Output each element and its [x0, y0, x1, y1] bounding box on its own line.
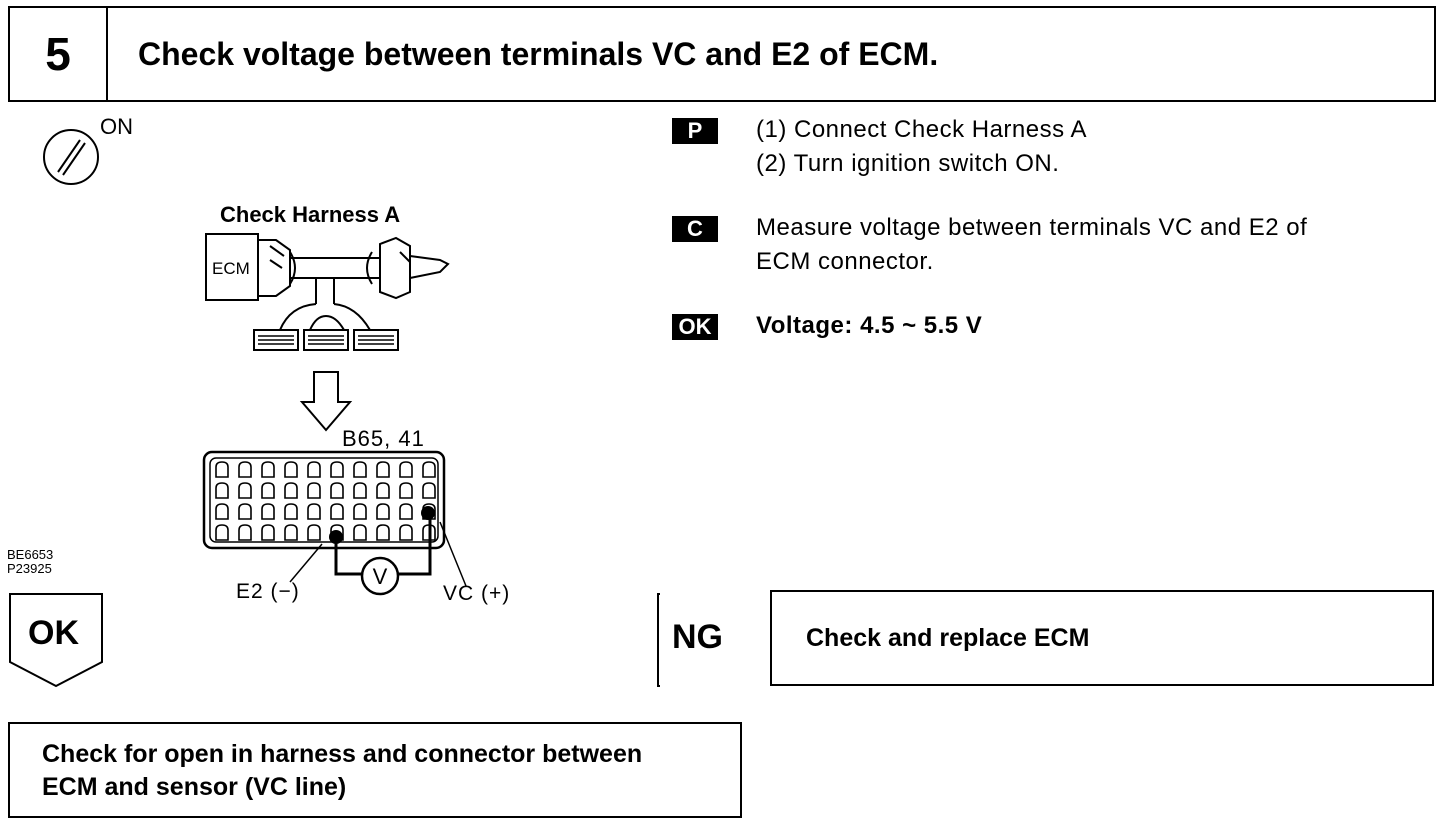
ok-voltage-spec: Voltage: 4.5 ~ 5.5 V: [756, 312, 983, 339]
step-title: Check voltage between terminals VC and E…: [138, 35, 939, 72]
prep-badge: P: [672, 118, 718, 144]
vc-terminal-label: VC (+): [443, 582, 511, 605]
check-badge: C: [672, 216, 718, 242]
connector-pin: [376, 503, 390, 520]
connector-pin: [353, 482, 367, 499]
ng-result-box: Check and replace ECM: [770, 590, 1434, 686]
connector-pin: [353, 503, 367, 520]
connector-pin: [399, 461, 413, 478]
step-number: 5: [10, 8, 108, 100]
connector-pin: [284, 503, 298, 520]
voltmeter-icon: V: [360, 556, 400, 596]
connector-pin: [330, 461, 344, 478]
figure-code: BE6653: [7, 547, 54, 562]
connector-pin: [215, 461, 229, 478]
connector-pin: [307, 524, 321, 541]
connector-pin: [238, 503, 252, 520]
down-arrow-icon: [299, 371, 353, 432]
connector-pin: [261, 524, 275, 541]
connector-pin: [238, 461, 252, 478]
sub-connectors-icon: [253, 329, 399, 351]
check-harness-icon: [205, 233, 450, 331]
connector-pin: [307, 461, 321, 478]
ng-action: Check and replace ECM: [806, 623, 1090, 652]
connector-pin: [376, 482, 390, 499]
connector-pin: [307, 482, 321, 499]
step-header: 5 Check voltage between terminals VC and…: [8, 6, 1436, 102]
connector-pin: [399, 503, 413, 520]
ng-flow-shape: [657, 593, 660, 687]
e2-terminal-label: E2 (−): [236, 580, 300, 603]
connector-pin: [238, 524, 252, 541]
prep-step-2: (2) Turn ignition switch ON.: [756, 150, 1060, 177]
connector-pin: [376, 524, 390, 541]
ok-result-box: Check for open in harness and connector …: [8, 722, 742, 818]
connector-pin: [215, 503, 229, 520]
connector-pin: [422, 461, 436, 478]
ignition-on-label: ON: [100, 114, 133, 139]
connector-pin: [422, 482, 436, 499]
ignition-key-icon: [43, 129, 99, 185]
ok-action-line-1: Check for open in harness and connector …: [42, 740, 643, 768]
ok-label: OK: [28, 614, 79, 652]
ok-flow-shape: [9, 593, 103, 688]
voltmeter-symbol: V: [373, 564, 388, 589]
ok-badge: OK: [672, 314, 718, 340]
ok-action-line-2: ECM and sensor (VC line): [42, 773, 347, 801]
check-line-2: ECM connector.: [756, 248, 934, 275]
diagram-graphic: V: [9, 129, 660, 688]
connector-pin: [261, 503, 275, 520]
connector-pin: [307, 503, 321, 520]
connector-pin: [353, 461, 367, 478]
check-harness-title: Check Harness A: [220, 202, 401, 227]
connector-pin: [353, 524, 367, 541]
ecm-connector-icon: [202, 450, 446, 550]
connector-pin: [215, 524, 229, 541]
check-line-1: Measure voltage between terminals VC and…: [756, 214, 1308, 241]
ecm-label: ECM: [212, 259, 250, 278]
connector-pin: [330, 482, 344, 499]
connector-pin: [261, 461, 275, 478]
connector-pin: [284, 482, 298, 499]
voltmeter-leads: [334, 516, 432, 576]
connector-pin: [330, 503, 344, 520]
connector-pin: [215, 482, 229, 499]
connector-pin: [284, 461, 298, 478]
connector-pin: [261, 482, 275, 499]
terminal-reference: B65, 41: [342, 426, 425, 451]
connector-pin: [238, 482, 252, 499]
figure-code: P23925: [7, 561, 52, 576]
connector-pin: [399, 524, 413, 541]
connector-pin: [284, 524, 298, 541]
prep-step-1: (1) Connect Check Harness A: [756, 116, 1087, 143]
connector-pin: [399, 482, 413, 499]
ng-label: NG: [672, 618, 723, 656]
connector-pin: [376, 461, 390, 478]
